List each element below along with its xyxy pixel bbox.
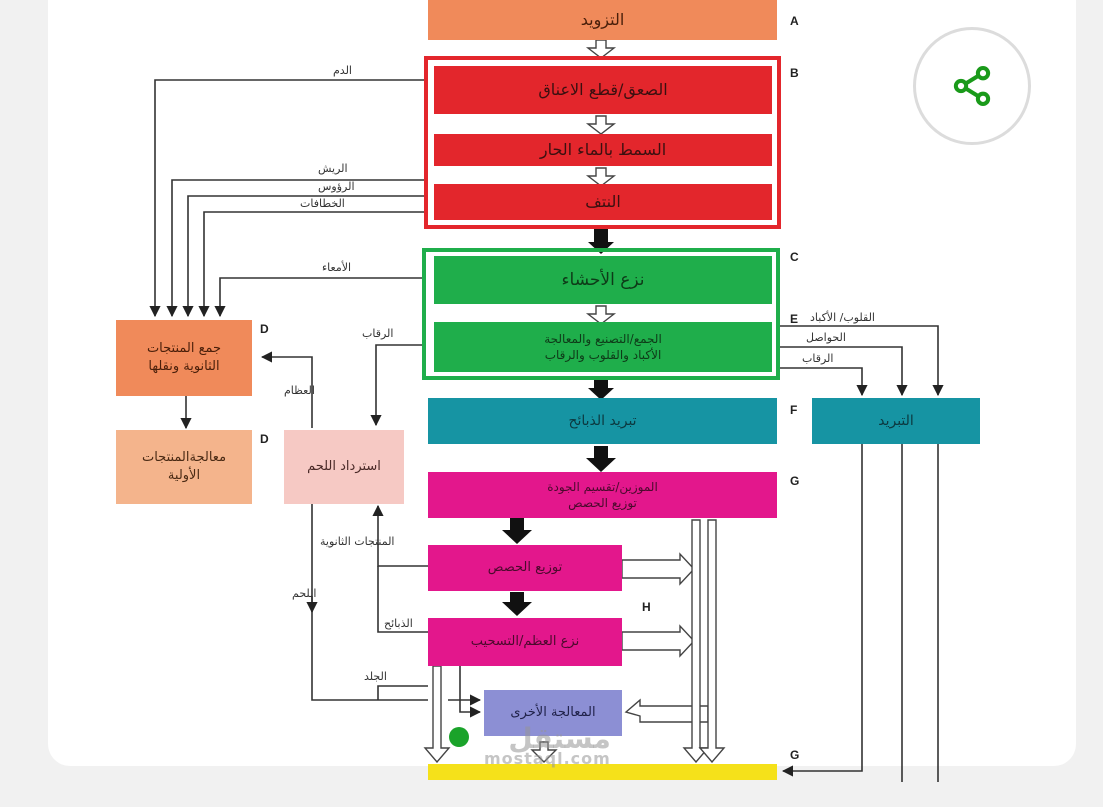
harvest-label-2: الأكباد والقلوب والرقاب <box>544 348 662 362</box>
carcasses-label: الذبائح <box>384 617 413 630</box>
stage-letter-e: E <box>790 312 799 326</box>
chill-box: التبريد <box>812 398 980 444</box>
watermark: مستقل mostaql.com <box>484 722 611 768</box>
chill-carcass-box: تبريد الذبائح <box>428 398 777 444</box>
stage-letter-a: A <box>790 14 799 28</box>
guts-label: الأمعاء <box>322 261 352 274</box>
pluck-label: النتف <box>585 192 621 212</box>
process-byproducts-box: معالجةالمنتجات الأولية <box>116 430 252 504</box>
blood-label: الدم <box>333 64 352 77</box>
share-icon <box>953 66 991 106</box>
watermark-arabic: مستقل <box>508 722 611 755</box>
byproducts-label: المنتجات الثانوية <box>320 535 395 548</box>
necks-left-label: الرقاب <box>362 327 394 340</box>
collect-byproducts-box: جمع المنتجات الثانوية ونقلها <box>116 320 252 396</box>
collect-label-1: جمع المنتجات <box>146 341 222 357</box>
cursor-dot <box>449 727 469 747</box>
stun-label: الصعق/قطع الاعناق <box>538 80 668 100</box>
evisceration-group-frame <box>422 248 780 380</box>
further-processing-label: المعالجة الأخرى <box>510 705 596 721</box>
feathers-label: الريش <box>318 162 348 175</box>
collect-label-2: الثانوية ونقلها <box>148 359 220 374</box>
deboning-box: نزع العظم/التسحيب <box>428 618 622 666</box>
harvest-box: الجمع/التصنيع والمعالجة الأكباد والقلوب … <box>434 322 772 372</box>
chill-label: التبريد <box>878 412 914 429</box>
chill-carcass-label: تبريد الذبائح <box>568 412 637 429</box>
stage-letter-g2: G <box>790 748 800 762</box>
gizzards-label: الحواصل <box>806 331 846 344</box>
skin-label: الجلد <box>364 670 387 683</box>
slaughter-group-frame <box>424 56 781 229</box>
hearts-livers-label: القلوب/ الأكباد <box>810 311 875 324</box>
portion-label: توزيع الحصص <box>487 560 563 576</box>
watermark-latin: mostaql.com <box>484 749 611 768</box>
final-yellow-bar <box>428 764 777 780</box>
eviscerate-box: نزع الأحشاء <box>434 256 772 304</box>
share-button[interactable] <box>913 27 1031 145</box>
eviscerate-label: نزع الأحشاء <box>561 269 645 290</box>
scald-label: السمط بالماء الحار <box>539 140 667 160</box>
meat-recovery-label: استرداد اللحم <box>307 459 381 475</box>
supply-label: التزويد <box>580 10 625 30</box>
bones-label: العظام <box>284 384 315 397</box>
stage-letter-d1: D <box>260 322 269 336</box>
supply-box: التزويد <box>428 0 777 40</box>
grading-box: الموزين/تقسيم الجودة توزيع الحصص <box>428 472 777 518</box>
pluck-box: النتف <box>434 184 772 220</box>
stage-letter-h: H <box>642 600 651 614</box>
grading-label-2: توزيع الحصص <box>568 496 637 510</box>
stage-letter-c: C <box>790 250 799 264</box>
meat-label: اللحم <box>292 587 317 600</box>
claws-label: الخطافات <box>300 197 345 210</box>
deboning-label: نزع العظم/التسحيب <box>470 634 580 650</box>
stage-letter-d2: D <box>260 432 269 446</box>
process-label-2: الأولية <box>167 468 201 483</box>
heads-label: الرؤوس <box>318 180 355 193</box>
grading-label-1: الموزين/تقسيم الجودة <box>547 479 658 494</box>
portion-box: توزيع الحصص <box>428 545 622 591</box>
stage-letter-b: B <box>790 66 799 80</box>
meat-recovery-box: استرداد اللحم <box>284 430 404 504</box>
harvest-label-1: الجمع/التصنيع والمعالجة <box>544 331 662 346</box>
further-processing-box: المعالجة الأخرى <box>484 690 622 736</box>
necks-right-label: الرقاب <box>802 352 834 365</box>
stun-box: الصعق/قطع الاعناق <box>434 66 772 114</box>
process-label-1: معالجةالمنتجات <box>141 450 227 466</box>
scald-box: السمط بالماء الحار <box>434 134 772 166</box>
stage-letter-g1: G <box>790 474 800 488</box>
stage-letter-f: F <box>790 403 798 417</box>
